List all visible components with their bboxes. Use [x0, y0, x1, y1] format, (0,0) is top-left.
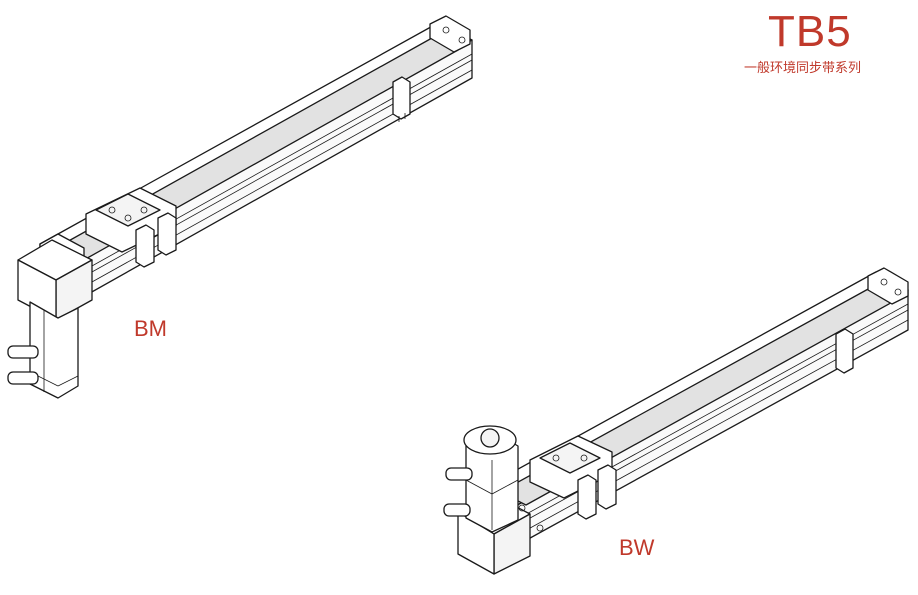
bw-connector: [445, 467, 473, 481]
bm-end-cap: [429, 15, 471, 53]
bm-groove-2: [73, 59, 473, 283]
bw-cap-screw: [880, 278, 888, 286]
bm-carriage-plate: [95, 193, 161, 227]
bw-connector: [443, 503, 471, 517]
bm-groove-3: [73, 69, 473, 293]
bm-motor-seam: [57, 375, 79, 387]
bw-carriage-bracket: [597, 464, 617, 510]
bw-motor-cap: [480, 428, 500, 448]
series-title: TB5: [768, 7, 852, 56]
bw-motor-seam: [491, 479, 519, 495]
bm-carriage-bracket: [135, 224, 155, 268]
series-subtitle: 一般环境同步带系列: [744, 61, 862, 76]
bm-cap-screw: [458, 36, 466, 44]
bw-carriage-screw: [552, 454, 560, 462]
bm-connector: [7, 345, 39, 359]
model-label-bm: BM: [134, 316, 167, 341]
bw-motor-seam: [465, 479, 493, 495]
bw-base-screw: [518, 504, 526, 512]
model-label-bw: BW: [619, 535, 655, 560]
bm-carriage-screw: [140, 206, 148, 214]
bm-carriage-bracket: [157, 212, 177, 256]
bw-sensor-bracket: [835, 328, 854, 374]
actuator-bw: [443, 267, 909, 575]
bm-cap-screw: [442, 26, 450, 34]
bw-base-screw: [536, 524, 544, 532]
bm-connector: [7, 371, 39, 385]
bm-carriage-screw: [108, 206, 116, 214]
bm-carriage-screw: [124, 214, 132, 222]
actuator-bm: [7, 15, 473, 399]
bw-cap-screw: [894, 288, 902, 296]
bw-carriage-bracket: [577, 474, 597, 520]
bw-carriage-plate: [539, 442, 601, 474]
bw-carriage-screw: [580, 454, 588, 462]
bm-sensor-bracket: [392, 76, 411, 120]
